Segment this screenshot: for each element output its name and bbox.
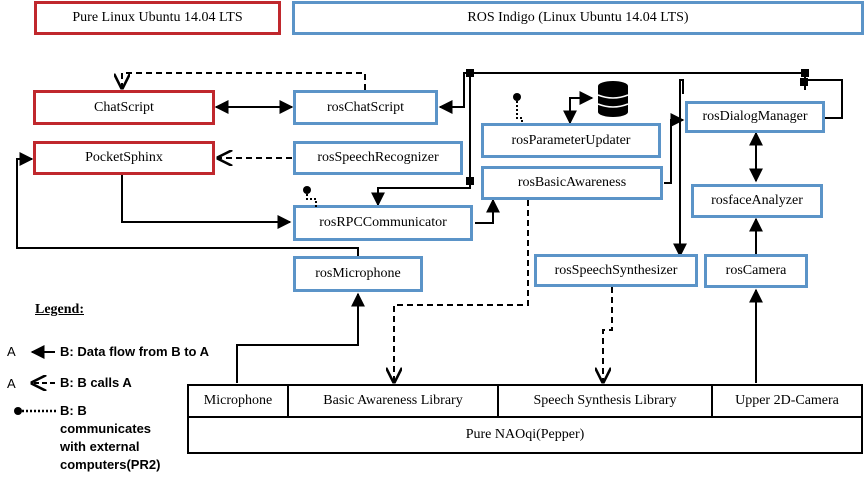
chatscript-label: ChatScript: [94, 99, 154, 115]
pure-naoqi-layer: Pure NAOqi(Pepper): [187, 416, 863, 454]
edge-mic-pocketsphinx: [16, 152, 359, 257]
ros-speech-synthesizer-node: rosSpeechSynthesizer: [534, 254, 698, 287]
speech-synthesis-library-label: Speech Synthesis Library: [533, 393, 677, 408]
legend-communicates-b: B: B: [60, 403, 87, 418]
ros-chatscript-label: rosChatScript: [327, 99, 404, 115]
pocketsphinx-label: PocketSphinx: [85, 150, 163, 165]
ros-microphone-node: rosMicrophone: [293, 256, 423, 292]
legend-communicates-line1: communicates: [60, 421, 152, 436]
chatscript-node: ChatScript: [33, 90, 215, 125]
ros-parameter-updater-label: rosParameterUpdater: [511, 132, 631, 148]
pure-naoqi-label: Pure NAOqi(Pepper): [465, 427, 585, 442]
edge-basicawareness-dialog: [664, 113, 685, 184]
legend-communicates-line2: with external: [60, 439, 140, 454]
edge-parameter-db: [563, 91, 594, 125]
edge-synth-lib-call: [603, 287, 613, 382]
legend-title: Legend:: [35, 302, 84, 317]
antenna-icon: [303, 186, 317, 207]
basic-awareness-library-module: Basic Awareness Library: [287, 384, 499, 418]
ros-speech-synthesizer-label: rosSpeechSynthesizer: [554, 262, 678, 278]
ros-header: ROS Indigo (Linux Ubuntu 14.04 LTS): [292, 1, 864, 35]
basic-awareness-library-label: Basic Awareness Library: [323, 393, 463, 408]
edge-pocketsphinx-rpc: [121, 173, 292, 229]
ros-speech-recognizer-label: rosSpeechRecognizer: [317, 150, 439, 165]
edge-basic-lib-call: [394, 200, 529, 382]
ros-face-analyzer-node: rosfaceAnalyzer: [691, 184, 823, 218]
microphone-module: Microphone: [187, 384, 289, 418]
edge-microphone: [236, 292, 365, 383]
microphone-module-label: Microphone: [203, 393, 273, 408]
ros-header-label: ROS Indigo (Linux Ubuntu 14.04 LTS): [467, 10, 689, 25]
ros-camera-label: rosCamera: [725, 263, 787, 278]
ros-basic-awareness-node: rosBasicAwareness: [481, 166, 663, 200]
legend-data-flow-text: B: Data flow from B to A: [60, 344, 210, 359]
antenna-icon: [513, 93, 523, 124]
edge-chatscript-call: [122, 72, 366, 90]
ros-face-analyzer-label: rosfaceAnalyzer: [711, 193, 803, 208]
linux-header-label: Pure Linux Ubuntu 14.04 LTS: [72, 10, 243, 25]
edge-dialog-rpc: [378, 73, 843, 205]
ros-parameter-updater-node: rosParameterUpdater: [481, 123, 661, 158]
ros-rpc-communicator-label: rosRPCCommunicator: [319, 215, 447, 230]
legend-a-data: A: [7, 344, 16, 359]
upper-camera-label: Upper 2D-Camera: [735, 393, 839, 408]
ros-speech-recognizer-node: rosSpeechRecognizer: [293, 141, 463, 175]
ros-camera-node: rosCamera: [704, 254, 808, 288]
linux-header: Pure Linux Ubuntu 14.04 LTS: [34, 1, 281, 35]
edge-rpc-basicawareness: [475, 198, 500, 224]
ros-dialog-manager-node: rosDialogManager: [685, 101, 825, 133]
ros-microphone-label: rosMicrophone: [315, 266, 401, 281]
legend-communicates-line3: computers(PR2): [60, 457, 161, 472]
ros-dialog-manager-label: rosDialogManager: [702, 109, 808, 124]
legend-comm-dot: [14, 407, 22, 415]
ros-rpc-communicator-node: rosRPCCommunicator: [293, 205, 473, 241]
ros-basic-awareness-label: rosBasicAwareness: [517, 175, 627, 190]
upper-camera-module: Upper 2D-Camera: [711, 384, 863, 418]
legend-calls-text: B: B calls A: [60, 375, 132, 390]
database-icon: [597, 81, 629, 117]
edge-dialog-synth: [673, 79, 687, 258]
pocketsphinx-node: PocketSphinx: [33, 141, 215, 175]
legend-a-call: A: [7, 376, 16, 391]
speech-synthesis-library-module: Speech Synthesis Library: [497, 384, 713, 418]
ros-chatscript-node: rosChatScript: [293, 90, 438, 125]
